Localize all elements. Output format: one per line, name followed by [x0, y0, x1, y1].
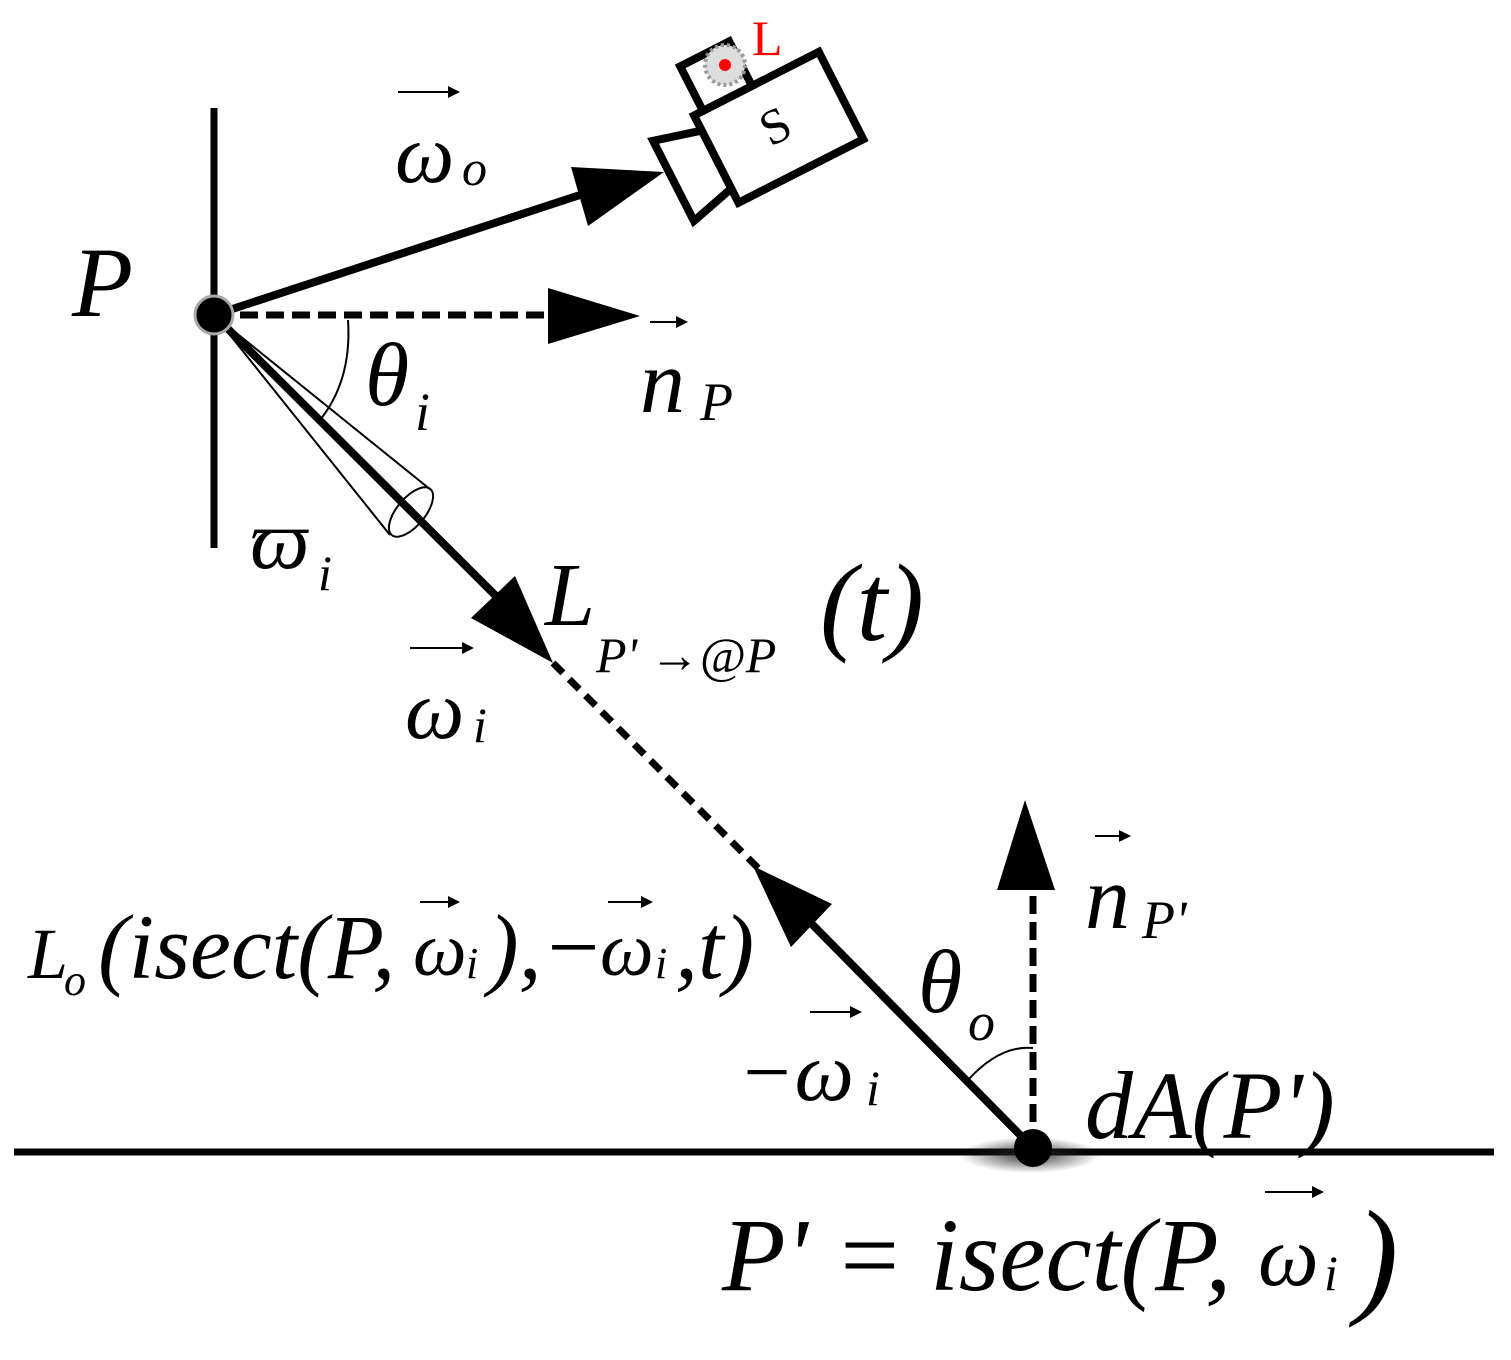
solid-angle-sub: i — [318, 545, 332, 601]
normal-pprime-arrow — [997, 800, 1055, 1148]
lo-omega2: ω — [600, 908, 654, 992]
pprime-omega: ω — [1258, 1208, 1319, 1304]
label-incoming-radiance: L P' →@P (t) — [543, 542, 924, 683]
pprime-lhs: P' = isect(P, — [721, 1198, 1231, 1313]
label-solid-angle: ϖ i — [250, 494, 332, 601]
theta-i-sub: i — [415, 382, 430, 442]
n-p-sub: P — [699, 372, 733, 432]
radiance-arg: (t) — [820, 542, 924, 664]
radiance-symbol: L — [543, 546, 595, 645]
lo-symbol: L — [27, 914, 68, 994]
omega-i-dashed-continuation — [550, 660, 763, 873]
omega-o-symbol: ω — [395, 108, 454, 201]
light-l-label: L — [752, 10, 783, 66]
solid-angle-symbol: ϖ — [250, 494, 309, 587]
label-n-pprime: n P' — [1085, 830, 1188, 950]
radiance-sub: P' →@P — [595, 627, 776, 683]
lo-omega2-sub: i — [655, 939, 667, 988]
pprime-close: ) — [1348, 1185, 1398, 1329]
n-pprime-sub: P' — [1141, 890, 1188, 950]
lo-part3: ,t) — [675, 896, 754, 998]
camera-icon: S — [647, 36, 869, 228]
n-pprime-symbol: n — [1085, 849, 1130, 948]
normal-p-arrow — [214, 288, 640, 344]
lo-omega1-sub: i — [466, 939, 478, 988]
pprime-omega-sub: i — [1324, 1245, 1338, 1301]
label-omega-o: ω o — [395, 86, 487, 201]
omega-i-symbol: ω — [405, 664, 464, 757]
label-n-p: n P — [640, 316, 733, 432]
lo-omega1: ω — [413, 908, 467, 992]
point-pprime-dot — [1014, 1129, 1052, 1167]
label-theta-i: θ i — [365, 326, 430, 442]
lo-part2: ),− — [483, 896, 604, 998]
omega-i-sub: i — [473, 697, 487, 753]
n-p-symbol: n — [640, 333, 685, 432]
label-omega-i: ω i — [405, 642, 487, 757]
lo-part1: (isect(P, — [98, 896, 395, 998]
omega-o-sub: o — [462, 140, 487, 196]
label-outgoing-radiance: L o (isect(P, ω i ),− ω i ,t) — [27, 896, 754, 1005]
theta-o-symbol: θ — [918, 933, 962, 1032]
omega-i-arrow — [211, 312, 553, 663]
label-p: P — [71, 227, 133, 338]
theta-i-symbol: θ — [365, 326, 409, 425]
theta-i-arc — [319, 319, 350, 421]
label-da-pprime: dA(P') — [1085, 1052, 1335, 1159]
theta-o-sub: o — [968, 992, 995, 1052]
omega-o-arrow — [212, 167, 664, 319]
neg-omega-sub: i — [866, 1060, 880, 1116]
lo-sub: o — [64, 956, 86, 1005]
label-pprime-definition: P' = isect(P, ω i ) — [721, 1185, 1398, 1329]
label-neg-omega-i: −ω i — [738, 1006, 880, 1119]
light-icon — [703, 43, 747, 87]
label-theta-o: θ o — [918, 933, 995, 1052]
neg-omega-i-arrow — [753, 866, 1036, 1151]
theta-o-arc — [967, 1046, 1034, 1081]
neg-omega-symbol: −ω — [738, 1026, 854, 1119]
point-p-dot — [193, 294, 235, 336]
